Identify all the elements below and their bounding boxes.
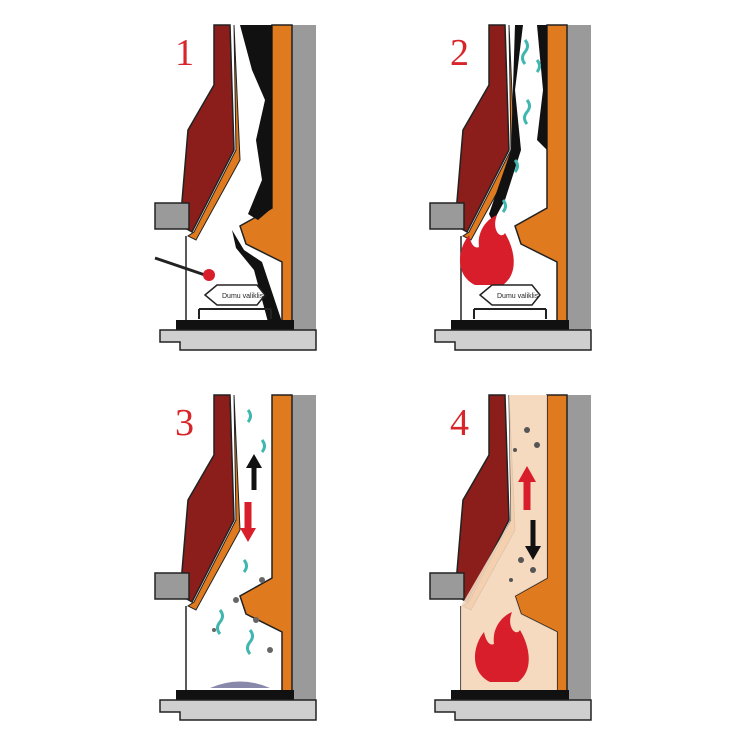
panel-step-3: 3 (154, 394, 317, 721)
step-number: 1 (175, 32, 194, 74)
ash-residue (210, 681, 270, 688)
soot-particles (212, 577, 273, 653)
cleaning-packet (198, 284, 272, 320)
step-number: 2 (450, 32, 469, 74)
panel-step-1: Dumu valiklis 1 (154, 24, 317, 351)
panel-step-4: 4 (429, 394, 592, 721)
soot-deposit (240, 25, 272, 220)
match-flame (203, 269, 215, 281)
step-number: 4 (450, 402, 469, 444)
panel-step-2: Dumu valiklis 2 (429, 24, 592, 351)
match-stick (154, 256, 206, 277)
cleaning-packet (473, 284, 547, 320)
packet-label: Dumu valiklis (497, 293, 539, 300)
smoke-swirls (216, 409, 266, 655)
soot-particles (509, 427, 540, 582)
step-number: 3 (175, 402, 194, 444)
packet-label: Dumu valiklis (222, 293, 264, 300)
